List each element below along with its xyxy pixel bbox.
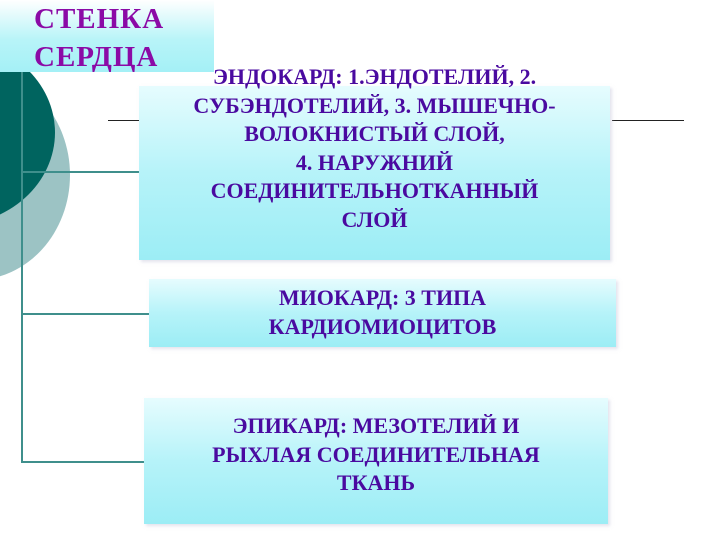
slide-title: СТЕНКА СЕРДЦА (34, 3, 165, 73)
layer-box-endocardium (139, 86, 610, 260)
layer-text-endocardium: ЭНДОКАРД: 1.ЭНДОТЕЛИЙ, 2. СУБЭНДОТЕЛИЙ, … (193, 64, 556, 232)
tree-branch-myocardium (21, 313, 149, 315)
tree-branch-endocardium (21, 171, 139, 173)
layer-text-epicardium: ЭПИКАРД: МЕЗОТЕЛИЙ И РЫХЛАЯ СОЕДИНИТЕЛЬН… (212, 413, 540, 495)
layer-box-epicardium: ЭПИКАРД: МЕЗОТЕЛИЙ И РЫХЛАЯ СОЕДИНИТЕЛЬН… (144, 398, 608, 524)
layer-box-myocardium: МИОКАРД: 3 ТИПА КАРДИОМИОЦИТОВ (149, 279, 616, 347)
tree-branch-epicardium (21, 461, 145, 463)
tree-vertical-line (21, 72, 23, 462)
layer-text-myocardium: МИОКАРД: 3 ТИПА КАРДИОМИОЦИТОВ (268, 285, 497, 339)
connector-left (108, 120, 144, 121)
connector-right (612, 120, 684, 121)
title-box: СТЕНКА СЕРДЦА (0, 0, 214, 73)
